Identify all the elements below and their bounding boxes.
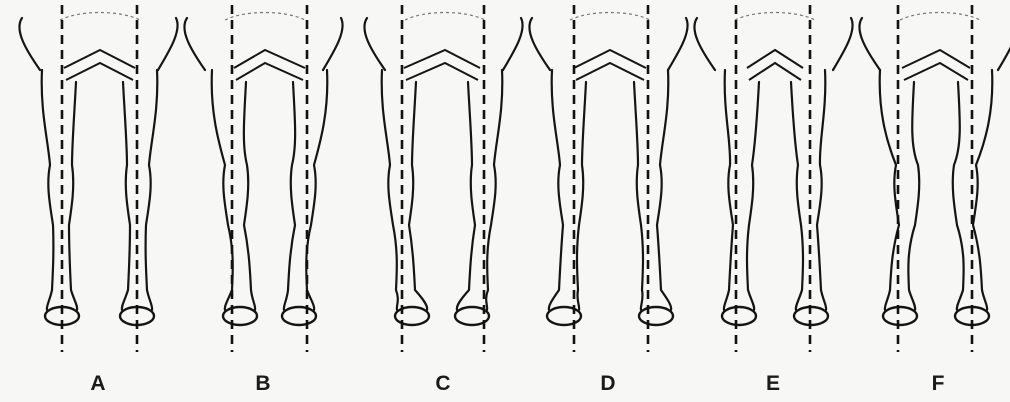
chest-outline xyxy=(404,50,480,80)
shoulder-sketch xyxy=(60,13,140,21)
right-leg-outline xyxy=(122,82,130,310)
shoulder-outline xyxy=(694,18,852,70)
shoulder-sketch xyxy=(570,13,650,21)
left-leg-outline xyxy=(212,70,233,310)
chest-outline xyxy=(574,50,646,80)
right-leg-outline xyxy=(306,70,327,310)
left-hoof xyxy=(722,307,756,325)
left-hoof xyxy=(547,307,581,325)
shoulder-sketch xyxy=(225,13,305,21)
left-leg-outline xyxy=(880,70,899,310)
panel-d: D xyxy=(529,5,687,395)
shoulder-outline xyxy=(364,18,522,70)
left-leg-outline xyxy=(382,70,398,310)
left-leg-outline xyxy=(549,70,563,310)
panel-f: F xyxy=(859,5,1010,395)
right-leg-outline xyxy=(657,70,671,310)
left-leg-outline xyxy=(577,82,586,310)
left-leg-outline xyxy=(42,70,54,310)
right-leg-outline xyxy=(791,82,803,310)
shoulder-sketch xyxy=(735,13,815,21)
panel-label: F xyxy=(932,372,945,395)
right-leg-outline xyxy=(284,82,295,310)
right-leg-outline xyxy=(457,82,475,310)
right-leg-outline xyxy=(817,70,826,310)
right-leg-outline xyxy=(634,82,643,310)
shoulder-outline xyxy=(184,18,342,70)
panel-label: A xyxy=(90,372,105,395)
left-leg-outline xyxy=(724,70,733,310)
chest-outline xyxy=(747,50,803,80)
right-hoof xyxy=(639,307,673,325)
panel-label: D xyxy=(600,372,615,395)
left-leg-outline xyxy=(244,82,255,310)
panel-e: E xyxy=(694,5,852,395)
right-leg-outline xyxy=(486,70,502,310)
left-leg-outline xyxy=(908,82,919,310)
panel-label: B xyxy=(255,372,270,395)
right-leg-outline xyxy=(973,70,992,310)
panel-label: E xyxy=(766,372,780,395)
shoulder-outline xyxy=(529,18,687,70)
left-leg-outline xyxy=(409,82,427,310)
chest-outline xyxy=(234,50,305,80)
chest-outline xyxy=(64,50,135,80)
chest-outline xyxy=(902,50,970,80)
panel-b: B xyxy=(184,5,342,395)
panel-c: C xyxy=(364,5,522,395)
panel-label: C xyxy=(435,372,450,395)
shoulder-sketch xyxy=(405,13,485,21)
left-hoof xyxy=(223,307,257,325)
panel-a: A xyxy=(19,5,177,395)
right-leg-outline xyxy=(146,70,158,310)
shoulder-outline xyxy=(859,18,1010,70)
left-hoof xyxy=(883,307,917,325)
left-leg-outline xyxy=(747,82,759,310)
left-leg-outline xyxy=(69,82,77,310)
shoulder-outline xyxy=(19,18,177,70)
right-leg-outline xyxy=(953,82,964,310)
left-hoof xyxy=(395,307,429,325)
shoulder-sketch xyxy=(900,13,980,21)
right-hoof xyxy=(282,307,316,325)
